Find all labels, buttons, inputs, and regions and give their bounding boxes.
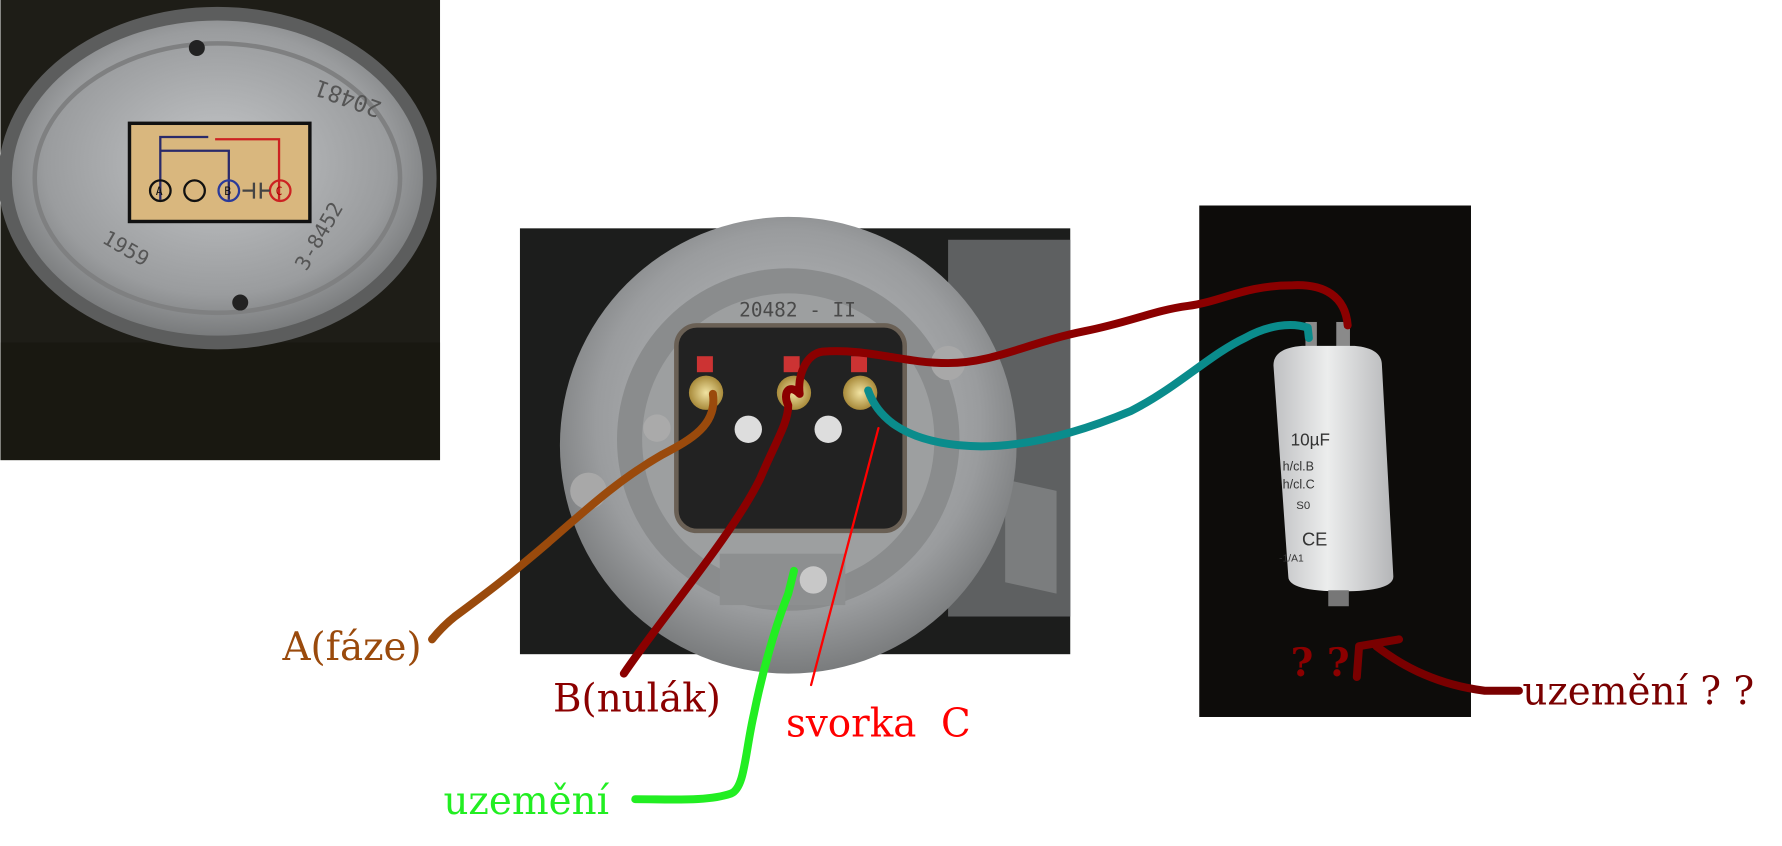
wiring-schematic-sticker: A B C bbox=[127, 121, 312, 224]
schematic-terminal-a: A bbox=[156, 184, 163, 198]
label-ground: uzemění bbox=[443, 779, 609, 824]
wire-ground bbox=[631, 566, 798, 804]
rating: S0 bbox=[1296, 500, 1310, 512]
label-neutral: B(nulák) bbox=[553, 676, 721, 721]
screw-icon bbox=[814, 415, 842, 443]
screw-hole-icon bbox=[188, 39, 205, 56]
wire-phase bbox=[428, 389, 718, 644]
terminal-box-photo: 20482 - II bbox=[519, 216, 1071, 674]
standard: -1/A1 bbox=[1279, 554, 1304, 565]
label-capacitor-ground: uzemění ? ? bbox=[1522, 669, 1754, 714]
cover-plate-photo: A B C 20481 1959 3-8452 bbox=[0, 0, 441, 461]
ce-mark: CE bbox=[1302, 529, 1327, 550]
schematic-terminal-b: B bbox=[224, 184, 231, 198]
screw-icon bbox=[734, 415, 762, 443]
wire-neutral bbox=[619, 281, 1352, 678]
label-phase: A(fáze) bbox=[281, 625, 421, 670]
wire-capacitor bbox=[864, 321, 1313, 451]
capacitance: 10µF bbox=[1291, 430, 1330, 449]
ground-screw-icon bbox=[799, 566, 828, 594]
housing-stamp: 20482 - II bbox=[739, 298, 856, 321]
label-terminal-c: svorka C bbox=[786, 701, 971, 746]
class-b: h/cl.B bbox=[1283, 459, 1314, 473]
arrow-capacitor-ground bbox=[1352, 635, 1523, 695]
pointer-terminal-c bbox=[809, 426, 880, 687]
label-capacitor-question: ? ? bbox=[1291, 641, 1350, 686]
screw-icon bbox=[643, 414, 671, 442]
screw-hole-icon bbox=[232, 294, 249, 311]
capacitor-photo: 10µF h/cl.B h/cl.C S0 CE -1/A1 bbox=[1199, 205, 1471, 717]
capacitor-label: 10µF h/cl.B h/cl.C S0 CE -1/A1 bbox=[1279, 430, 1330, 564]
class-c: h/cl.C bbox=[1283, 478, 1315, 492]
schematic-terminal-c: C bbox=[276, 184, 283, 198]
terminal-a bbox=[688, 375, 724, 410]
